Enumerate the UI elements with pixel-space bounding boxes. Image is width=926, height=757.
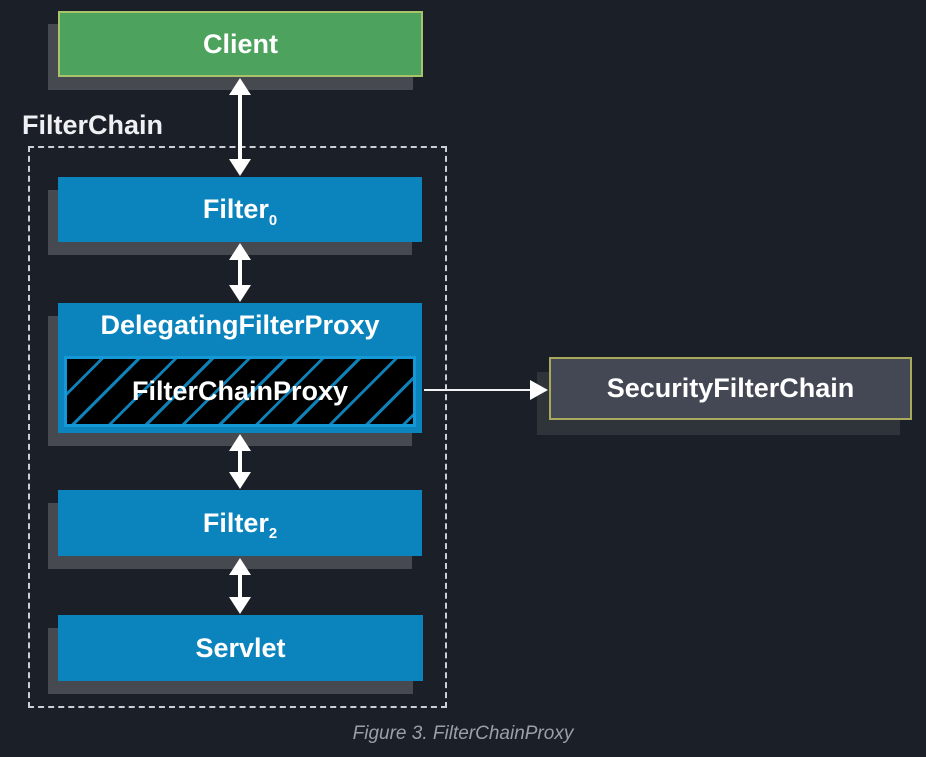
arrowhead-up-icon bbox=[229, 434, 251, 451]
arrowhead-down-icon bbox=[229, 285, 251, 302]
filterchain-boundary-box bbox=[28, 146, 447, 708]
arrowhead-down-icon bbox=[229, 159, 251, 176]
arrowhead-down-icon bbox=[229, 597, 251, 614]
arrow-delegating-filter2 bbox=[228, 434, 252, 489]
figure-caption: Figure 3. FilterChainProxy bbox=[352, 723, 574, 744]
node-delegating-filter-proxy-label: DelegatingFilterProxy bbox=[100, 310, 380, 340]
filterchain-label: FilterChain bbox=[22, 110, 164, 140]
arrow-shaft bbox=[238, 86, 242, 168]
arrow-filter0-delegating bbox=[228, 243, 252, 302]
node-security-filter-chain: SecurityFilterChain bbox=[549, 357, 912, 420]
arrowhead-up-icon bbox=[229, 78, 251, 95]
arrowhead-right-icon bbox=[530, 380, 548, 400]
node-client: Client bbox=[58, 11, 423, 77]
arrowhead-up-icon bbox=[229, 558, 251, 575]
node-filter2-label: Filter2 bbox=[202, 507, 278, 543]
node-filter0-label: Filter0 bbox=[202, 194, 278, 229]
node-client-label: Client bbox=[202, 28, 278, 59]
node-filter2: Filter2 bbox=[58, 490, 422, 556]
arrow-client-filter0 bbox=[228, 78, 252, 176]
arrowhead-down-icon bbox=[229, 472, 251, 489]
node-servlet-label: Servlet bbox=[195, 632, 286, 663]
arrow-filter2-servlet bbox=[228, 558, 252, 614]
node-filter2-subscript: 2 bbox=[268, 526, 278, 543]
arrow-shaft bbox=[238, 442, 242, 481]
node-servlet: Servlet bbox=[58, 615, 423, 681]
arrowhead-up-icon bbox=[229, 243, 251, 260]
node-filter-chain-proxy-label: FilterChainProxy bbox=[131, 376, 349, 406]
node-filter-chain-proxy: FilterChainProxy bbox=[64, 356, 416, 427]
node-filter0-subscript: 0 bbox=[268, 212, 278, 229]
arrow-shaft bbox=[424, 389, 534, 391]
node-delegating-filter-proxy: DelegatingFilterProxy FilterChainProxy bbox=[58, 303, 422, 433]
node-filter0: Filter0 bbox=[58, 177, 422, 242]
arrow-filterchainproxy-securityfilterchain bbox=[424, 379, 548, 401]
arrow-shaft bbox=[238, 566, 242, 606]
node-security-filter-chain-label: SecurityFilterChain bbox=[606, 373, 855, 403]
arrow-shaft bbox=[238, 251, 242, 294]
